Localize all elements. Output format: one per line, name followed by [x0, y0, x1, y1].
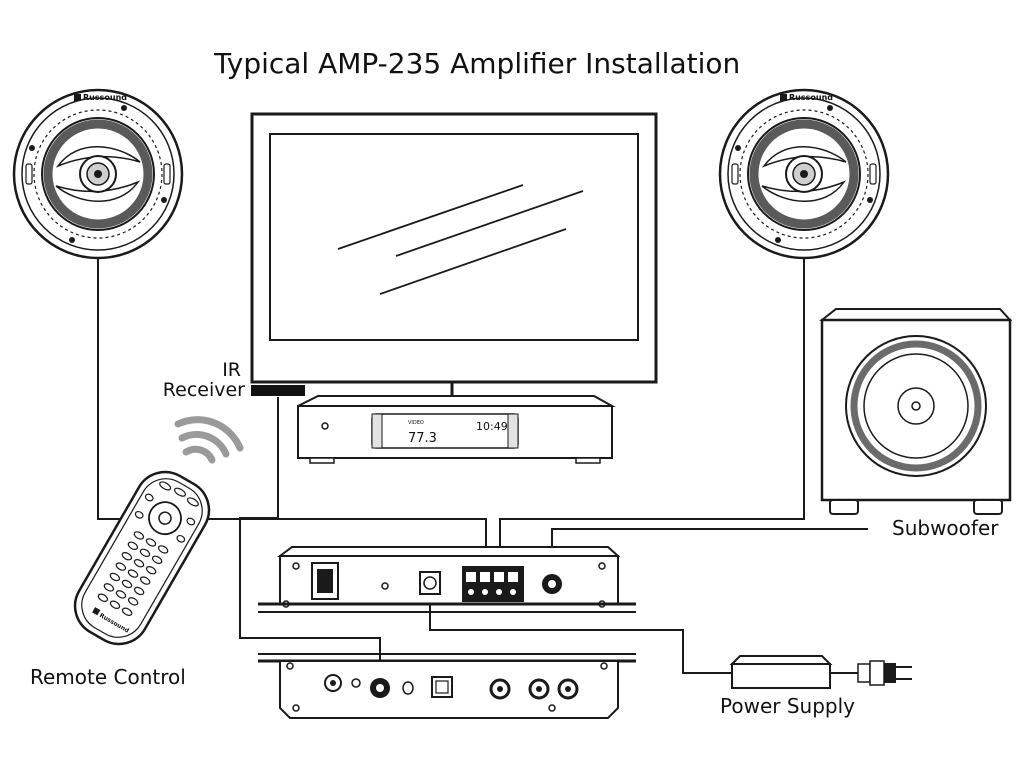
right-speaker-wire: [499, 258, 805, 570]
power-switch: [311, 562, 339, 600]
network-port: [431, 676, 453, 698]
ir-label-line1: IR: [222, 359, 241, 381]
speaker-wires: [97, 258, 868, 688]
display-mode-text: VIDEO: [408, 420, 424, 426]
ir-signal-waves: [174, 416, 244, 464]
display-clock-text: 10:49: [476, 420, 508, 433]
speaker-brand-label: Russound: [789, 93, 833, 102]
power-plug: [857, 663, 871, 683]
right-ceiling-speaker: Russound: [720, 90, 888, 258]
power-cable: [429, 592, 732, 674]
amplifier-rear-panel: [258, 653, 636, 719]
remote-control-label: Remote Control: [30, 665, 186, 689]
television: [250, 112, 658, 398]
dc-power-jack: [419, 571, 441, 595]
av-receiver: VIDEO 77.3 10:49: [297, 395, 616, 464]
left-speaker-wire: [97, 258, 487, 570]
subwoofer-output-jack: [542, 574, 562, 594]
ir-receiver: IR Receiver: [163, 359, 305, 401]
power-supply: Power Supply: [720, 655, 912, 718]
speaker-terminal-block: [462, 566, 524, 602]
ir-cable: [239, 397, 381, 688]
diagram-title: Typical AMP-235 Amplifier Installation: [213, 47, 740, 80]
remote-control: Russound: [73, 470, 211, 646]
amplifier-front-panel: [258, 546, 636, 613]
display-frequency-text: 77.3: [408, 431, 437, 446]
left-ceiling-speaker: Russound: [14, 90, 182, 258]
subwoofer: Subwoofer: [819, 308, 1013, 540]
ir-label-line2: Receiver: [163, 379, 245, 401]
subwoofer-label: Subwoofer: [892, 516, 999, 540]
power-supply-label: Power Supply: [720, 694, 855, 718]
rca-jacks: [489, 678, 579, 700]
speaker-brand-label: Russound: [83, 93, 127, 102]
ir-input-jack: [370, 678, 390, 698]
